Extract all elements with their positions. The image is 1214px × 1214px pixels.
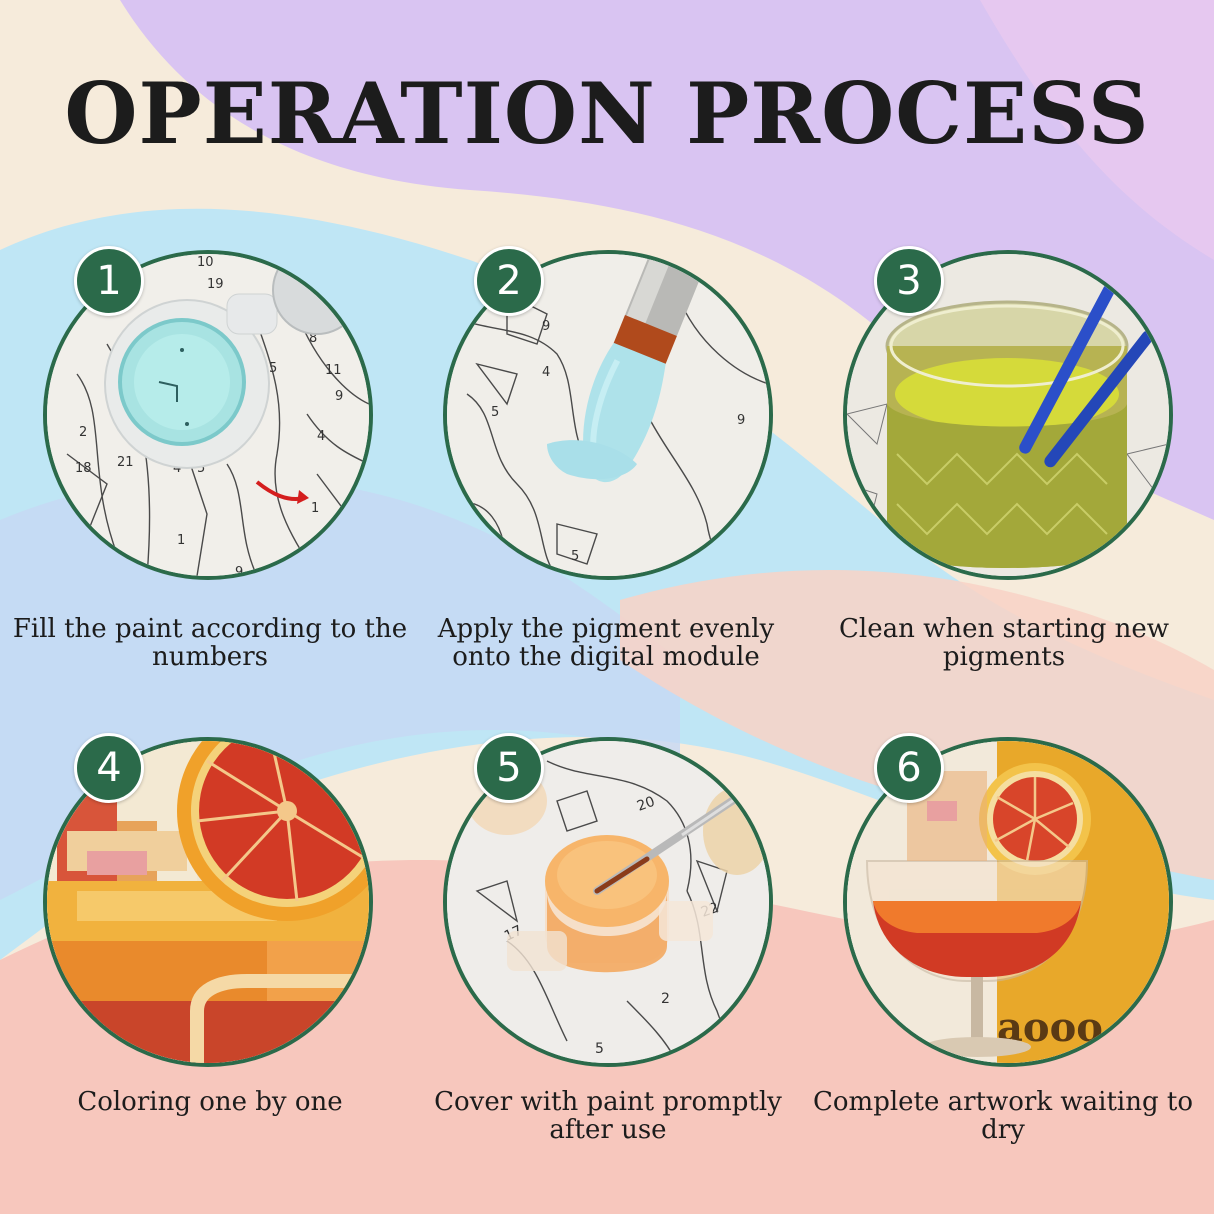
step-1-number-label: 4 — [173, 461, 181, 476]
step-2-number-badge: 2 — [474, 246, 544, 316]
step-5-number-badge: 5 — [474, 733, 544, 803]
step-4: 4 — [43, 733, 373, 1067]
step-2-number-label: 9 — [542, 319, 550, 334]
step-1-number-label: 10 — [197, 255, 214, 270]
step-2-number-label: 9 — [737, 413, 745, 428]
step-1-number-label: 5 — [269, 361, 277, 376]
step-5-number-label: 2 — [661, 991, 670, 1007]
step-1-number-label: 21 — [117, 455, 134, 470]
step-1-number-label: 9 — [335, 389, 343, 404]
step-2-number-label: 4 — [542, 365, 550, 380]
step-1-number-badge: 1 — [74, 246, 144, 316]
step-5: 20 17 22 2 5 5 — [443, 733, 773, 1067]
step-1-number-label: 1 — [177, 533, 185, 548]
step-5-caption: Cover with paint promptly after use — [434, 1087, 782, 1145]
step-1: 10 19 8 5 11 9 2 21 4 5 4 18 1 1 9 — [43, 246, 373, 580]
step-6-caption: Complete artwork waiting to dry — [813, 1087, 1193, 1145]
step-3-number-badge: 3 — [874, 246, 944, 316]
step-6: aooo 6 — [843, 733, 1173, 1067]
step-2: 9 4 5 9 5 2 — [443, 246, 773, 580]
step-2-number-label: 5 — [571, 549, 579, 564]
step-1-photo: 10 19 8 5 11 9 2 21 4 5 4 18 1 1 9 — [43, 250, 373, 580]
step-1-number-label: 8 — [309, 331, 317, 346]
step-1-number-label: 5 — [197, 461, 205, 476]
page-title: OPERATION PROCESS — [64, 64, 1150, 163]
step-1-caption: Fill the paint according to the numbers — [12, 614, 408, 672]
step-4-number-badge: 4 — [74, 733, 144, 803]
step-1-number-label: 19 — [207, 277, 224, 292]
step-3-photo — [843, 250, 1173, 580]
step-1-number-label: 11 — [325, 363, 342, 378]
step-5-photo: 20 17 22 2 5 — [443, 737, 773, 1067]
step-1-number-label: 2 — [79, 425, 87, 440]
step-1-number-label: 18 — [75, 461, 92, 476]
step-3-caption: Clean when starting new pigments — [838, 614, 1170, 672]
step-3: 3 — [843, 246, 1173, 580]
step-4-caption: Coloring one by one — [77, 1087, 343, 1117]
step-2-photo: 9 4 5 9 5 — [443, 250, 773, 580]
step-5-number-label: 5 — [595, 1041, 604, 1057]
step-1-number-label: 9 — [235, 565, 243, 576]
step-5-number-label: 20 — [635, 794, 657, 815]
step-2-number-label: 5 — [491, 405, 499, 420]
step-1-number-label: 4 — [317, 429, 325, 444]
step-1-number-label: 1 — [311, 501, 319, 516]
step-2-caption: Apply the pigment evenly onto the digita… — [437, 614, 775, 672]
step-6-number-badge: 6 — [874, 733, 944, 803]
